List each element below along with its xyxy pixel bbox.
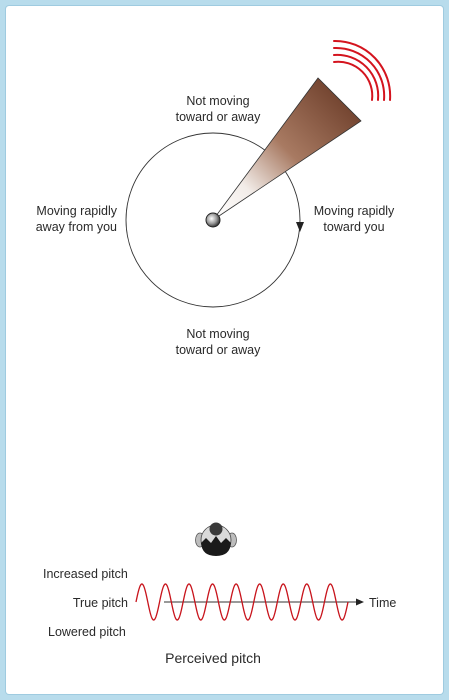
label-bottom-line1: Not moving [186, 327, 250, 341]
sound-waves-icon [333, 39, 392, 101]
time-label: Time [369, 596, 397, 610]
label-left-line2: away from you [35, 220, 117, 234]
head-icon [195, 522, 237, 556]
label-left-line1: Moving rapidly [36, 204, 117, 218]
label-right-line2: toward you [323, 220, 385, 234]
label-bottom-line2: toward or away [175, 343, 261, 357]
perceived-pitch-title: Perceived pitch [165, 650, 261, 666]
label-top: Not moving toward or away [176, 93, 261, 125]
lowered-pitch-label: Lowered pitch [48, 625, 126, 639]
label-left: Moving rapidly away from you [36, 203, 117, 235]
pitch-wave [135, 583, 349, 621]
label-top-line1: Not moving [186, 94, 250, 108]
true-pitch-label: True pitch [72, 596, 128, 610]
label-bottom: Not moving toward or away [176, 326, 261, 358]
rotation-hub [205, 212, 221, 228]
label-top-line2: toward or away [175, 110, 261, 124]
sound-beam [212, 77, 362, 221]
rotation-circle [125, 132, 301, 308]
diagram-panel [6, 6, 443, 694]
increased-pitch-label: Increased pitch [43, 567, 128, 581]
label-right-line1: Moving rapidly [313, 204, 395, 218]
label-right: Moving rapidly toward you [314, 203, 395, 235]
rotation-arrow [296, 222, 304, 232]
